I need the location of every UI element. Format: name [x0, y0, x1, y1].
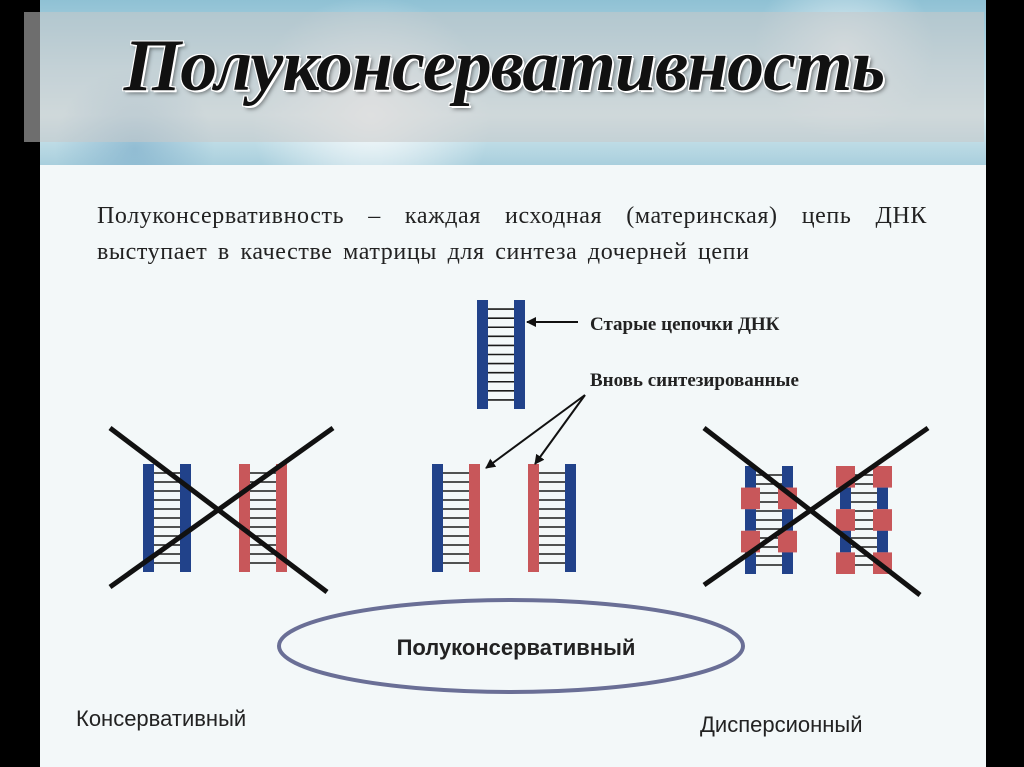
old-strand-segment [782, 466, 793, 488]
new-strands-arrow-left [485, 394, 586, 469]
old-strand-segment [782, 509, 793, 531]
new-strand [528, 464, 539, 572]
old-strand-segment [877, 487, 888, 510]
old-strands-label: Старые цепочки ДНК [590, 314, 780, 335]
page-title: Полуконсервативность [123, 25, 886, 107]
old-strand [514, 300, 525, 409]
new-strand-segment [778, 530, 797, 553]
old-strand [143, 464, 154, 572]
old-strand-segment [745, 552, 756, 574]
new-strand-segment [778, 487, 797, 510]
new-strands-arrow-right [534, 394, 586, 465]
new-strand-segment [836, 552, 855, 574]
new-strand [239, 464, 250, 572]
dispersive-model [702, 425, 930, 597]
old-strand-segment [840, 487, 851, 510]
new-strand-segment [836, 509, 855, 531]
new-strand [469, 464, 480, 572]
highlight-ellipse [277, 598, 745, 694]
new-strand-segment [873, 466, 892, 488]
old-strand [565, 464, 576, 572]
new-strands-label: Вновь синтезированные [590, 370, 799, 391]
cross-line [702, 425, 930, 588]
old-strand-segment [877, 530, 888, 553]
dispersive-label: Дисперсионный [700, 712, 863, 737]
new-strand-segment [741, 487, 760, 510]
semiconservative-label: Полуконсервативный [397, 635, 636, 660]
old-strand-segment [745, 509, 756, 531]
semiconservative-model [432, 464, 576, 572]
new-strand [276, 464, 287, 572]
content-panel [40, 165, 986, 767]
old-strand-segment [745, 466, 756, 488]
old-strand [180, 464, 191, 572]
new-strand-segment [873, 509, 892, 531]
old-strand-segment [782, 552, 793, 574]
parent-dna-molecule [477, 300, 525, 409]
old-strand [477, 300, 488, 409]
title-box [24, 12, 984, 142]
old-strand [432, 464, 443, 572]
conservative-label: Консервативный [76, 706, 246, 731]
cross-line [108, 425, 335, 590]
conservative-model [108, 425, 335, 594]
definition-text: Полуконсервативность – каждая исходная (… [97, 203, 927, 265]
old-strand-segment [840, 530, 851, 553]
